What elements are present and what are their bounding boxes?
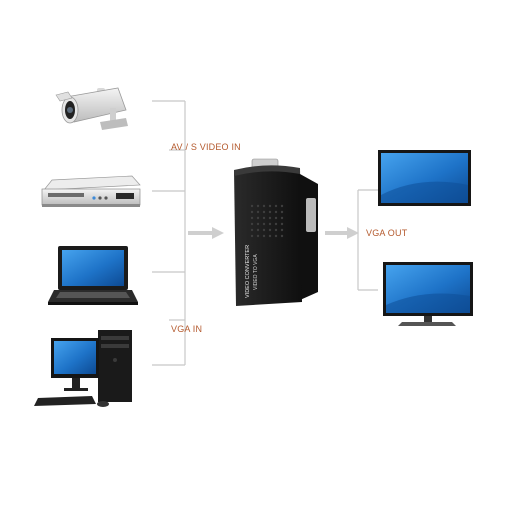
connector-lines bbox=[152, 100, 378, 366]
video-converter-box: VIDEO CONVERTER VIDEO TO VGA bbox=[234, 158, 318, 306]
desktop-computer-icon bbox=[34, 330, 132, 407]
arrow-into-converter bbox=[188, 227, 224, 239]
converter-label-line2: VIDEO TO VGA bbox=[253, 254, 259, 290]
arrow-out-of-converter bbox=[325, 227, 359, 239]
laptop-icon bbox=[48, 246, 138, 305]
monitor-icon-top bbox=[378, 150, 471, 206]
converter-label-line1: VIDEO CONVERTER bbox=[245, 245, 251, 298]
vent-holes bbox=[250, 204, 284, 238]
monitor-icon-bottom bbox=[383, 262, 473, 326]
security-camera-icon bbox=[55, 87, 128, 130]
label-vga-out: VGA OUT bbox=[366, 228, 408, 238]
label-vga-in: VGA IN bbox=[171, 324, 203, 334]
dvd-player-icon bbox=[41, 175, 141, 207]
label-av-svideo-in: AV / S VIDEO IN bbox=[171, 142, 241, 152]
